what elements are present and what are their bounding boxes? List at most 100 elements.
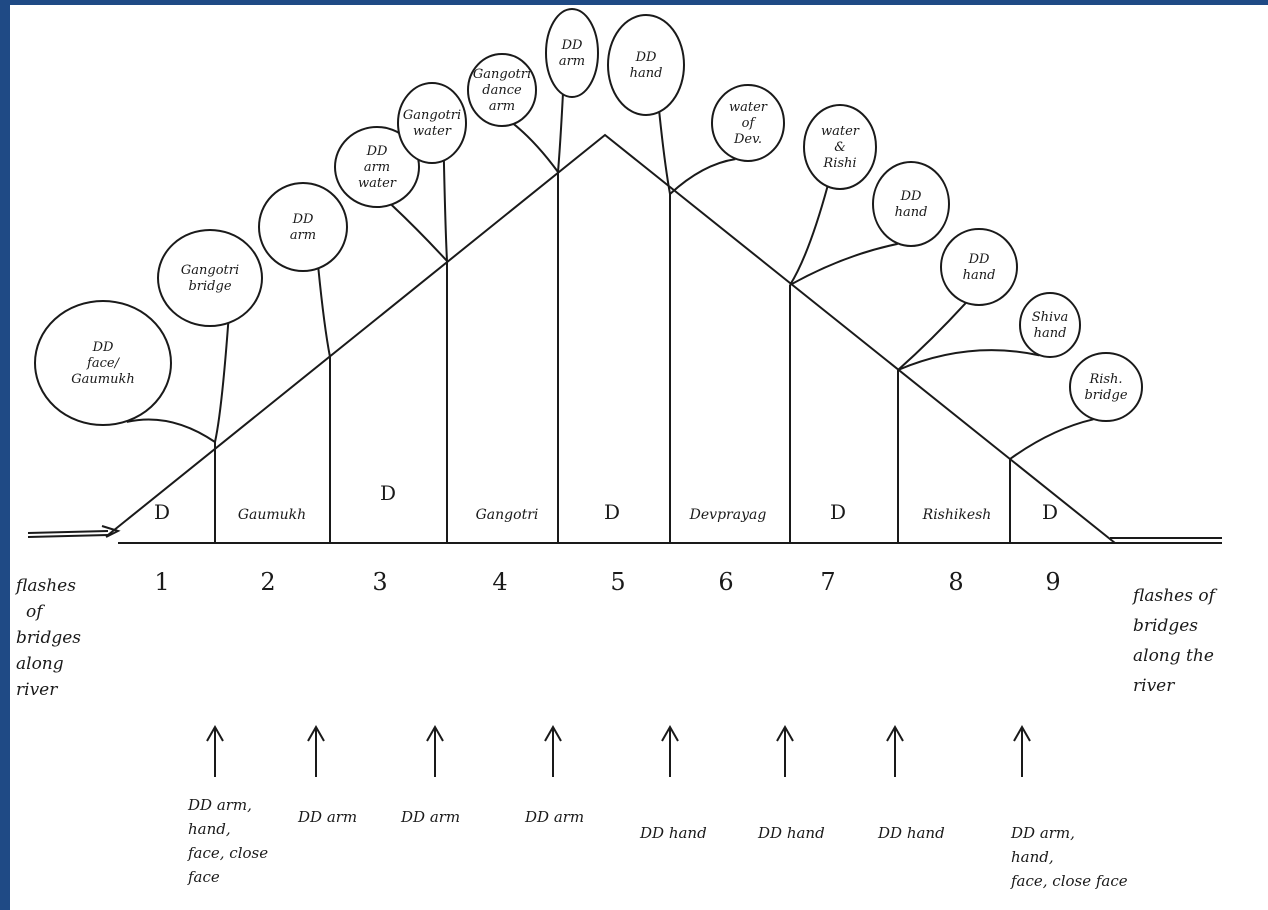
left-note-line: bridges xyxy=(16,628,81,648)
bubble-text: bridge xyxy=(1084,388,1127,403)
bubble-text: Gangotri xyxy=(473,67,531,82)
bubble-text: water xyxy=(821,124,860,139)
shot-label: DD arm, xyxy=(187,796,252,814)
bubble-outline xyxy=(607,14,685,116)
shot-arrow xyxy=(206,724,224,777)
bubble-text: Dev. xyxy=(733,132,762,147)
shot-label: DD hand xyxy=(757,824,825,842)
bubble-text: arm xyxy=(489,99,515,114)
right-note-line: river xyxy=(1133,676,1175,696)
bubble-stem xyxy=(897,349,1040,371)
section-d-label: D xyxy=(154,500,170,524)
bubble-text: hand xyxy=(1034,326,1067,341)
right-note: flashes of bridges along the river xyxy=(1131,586,1220,696)
bubble-stem xyxy=(658,112,671,195)
shot-arrow xyxy=(661,724,679,777)
bubble-outline xyxy=(872,161,950,247)
bubble-text: hand xyxy=(963,268,996,283)
bubble-text: face/ xyxy=(86,356,121,371)
bubble-text: of xyxy=(742,116,757,131)
section-d-label: D xyxy=(604,500,620,524)
right-note-line: flashes of xyxy=(1131,586,1218,606)
bubble-outline xyxy=(545,8,599,98)
bubble-text: DD xyxy=(900,189,922,204)
shot-arrow xyxy=(776,724,794,777)
shot-label: hand, xyxy=(1011,848,1054,866)
bubble-text: DD xyxy=(968,252,990,267)
bubble-outline xyxy=(1019,292,1081,358)
bubble-outline xyxy=(711,84,785,162)
bubble-text: Rishi xyxy=(822,156,856,171)
section-d-label: D xyxy=(380,481,396,505)
bubble-stem xyxy=(669,158,736,195)
left-note-line: along xyxy=(16,654,64,674)
shot-label: face xyxy=(187,868,220,886)
segment-number: 7 xyxy=(820,568,835,596)
bubble-stem xyxy=(391,204,448,262)
bubble-outline xyxy=(467,53,537,127)
bubble-text: arm xyxy=(559,54,585,69)
shot-label: DD arm xyxy=(400,808,460,826)
left-note-line: of xyxy=(26,602,45,622)
section-location-label: Gaumukh xyxy=(238,507,306,523)
shot-arrow xyxy=(307,724,325,777)
section-location-label: Devprayag xyxy=(689,507,767,523)
shot-arrow xyxy=(426,724,444,777)
shot-label: DD hand xyxy=(877,824,945,842)
shot-label: DD hand xyxy=(639,824,707,842)
right-note-line: bridges xyxy=(1133,616,1198,636)
bubble-outline xyxy=(258,182,348,272)
segment-number: 5 xyxy=(610,568,625,596)
bubble-outline xyxy=(157,229,263,327)
edit-structure-diagram: DDface/GaumukhGangotribridgeDDarmDDarmwa… xyxy=(14,8,1222,890)
section-location-label: Gangotri xyxy=(476,507,539,523)
bubble-stem xyxy=(557,94,564,173)
shot-arrow xyxy=(1013,724,1031,777)
bubble-outline xyxy=(940,228,1018,306)
bubble-text: water xyxy=(413,124,452,139)
bubble-outline xyxy=(34,300,172,426)
shot-arrow xyxy=(544,724,562,777)
bubble-text: dance xyxy=(482,83,522,98)
bubble-text: Gangotri xyxy=(181,263,239,278)
bubble-outline xyxy=(397,82,467,164)
arrowhead-left xyxy=(101,525,121,538)
segment-number: 1 xyxy=(154,568,169,596)
segment-number: 3 xyxy=(372,568,387,596)
bubble-text: DD xyxy=(635,50,657,65)
segment-number: 6 xyxy=(718,568,733,596)
bubble-stem xyxy=(317,268,331,358)
left-note: flashes of bridges along river xyxy=(14,576,86,700)
segment-number: 4 xyxy=(492,568,507,596)
bubble-text: arm xyxy=(290,228,316,243)
bubble-text: Shiva xyxy=(1032,310,1069,325)
shot-label: DD arm, xyxy=(1010,824,1075,842)
segment-number: 9 xyxy=(1045,568,1060,596)
left-note-line: flashes xyxy=(14,576,76,596)
bubble-text: DD xyxy=(561,38,583,53)
section-d-label: D xyxy=(830,500,846,524)
bubble-text: Rish. xyxy=(1088,372,1122,387)
bubble-text: DD xyxy=(92,340,114,355)
shot-label: face, close face xyxy=(1010,872,1128,890)
river-line-left xyxy=(27,530,109,538)
bubble-stem xyxy=(1009,418,1094,460)
bubble-stem xyxy=(513,123,559,173)
bubble-text: DD xyxy=(292,212,314,227)
bubble-text: & xyxy=(834,140,846,155)
bubble-text: water xyxy=(729,100,768,115)
bubble-text: hand xyxy=(895,205,928,220)
bubble-text: Gangotri xyxy=(403,108,461,123)
shot-label: face, close xyxy=(187,844,268,862)
bubble-text: DD xyxy=(366,144,388,159)
shot-label: hand, xyxy=(188,820,231,838)
bubble-outline xyxy=(803,104,877,190)
section-location-label: Rishikesh xyxy=(922,507,992,523)
segment-number: 2 xyxy=(260,568,275,596)
left-note-line: river xyxy=(16,680,58,700)
shot-label: DD arm xyxy=(297,808,357,826)
bubble-outline xyxy=(1069,352,1143,422)
segment-number: 8 xyxy=(948,568,963,596)
bubble-text: Gaumukh xyxy=(71,372,134,387)
